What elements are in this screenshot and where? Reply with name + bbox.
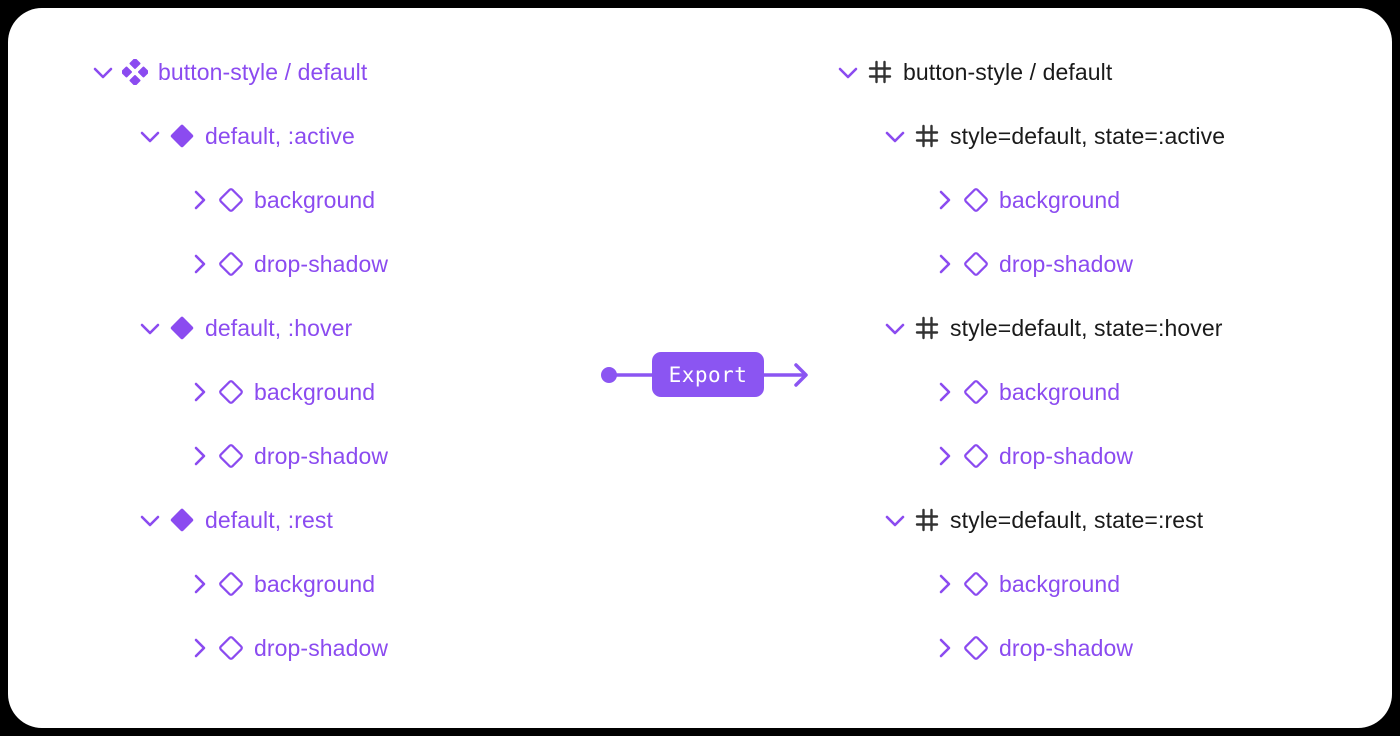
tree-row[interactable]: background bbox=[929, 183, 1120, 217]
chevron-right-icon[interactable] bbox=[929, 185, 959, 215]
tree-row-label: background bbox=[999, 379, 1121, 405]
chevron-right-icon[interactable] bbox=[184, 441, 214, 471]
chevron-down-icon[interactable] bbox=[135, 313, 165, 343]
chevron-right-icon[interactable] bbox=[184, 377, 214, 407]
tree-row[interactable]: drop-shadow bbox=[929, 631, 1133, 665]
tree-row-label: background bbox=[254, 187, 376, 213]
chevron-right-icon[interactable] bbox=[929, 633, 959, 663]
tree-row[interactable]: drop-shadow bbox=[929, 439, 1133, 473]
tree-row[interactable]: background bbox=[929, 567, 1120, 601]
chevron-down-icon[interactable] bbox=[880, 313, 910, 343]
chevron-right-icon[interactable] bbox=[184, 633, 214, 663]
destination-tree: button-style / default style=default, sta… bbox=[833, 8, 1373, 728]
chevron-down-icon[interactable] bbox=[880, 121, 910, 151]
tree-row-label: drop-shadow bbox=[254, 635, 389, 661]
chevron-right-icon[interactable] bbox=[184, 569, 214, 599]
frame-icon bbox=[910, 313, 944, 343]
component-instance-icon bbox=[959, 377, 993, 407]
tree-row-label: default, :rest bbox=[205, 507, 333, 533]
chevron-right-icon[interactable] bbox=[929, 249, 959, 279]
tree-row[interactable]: button-style / default bbox=[88, 55, 367, 89]
tree-row[interactable]: drop-shadow bbox=[184, 439, 388, 473]
chevron-right-icon[interactable] bbox=[929, 377, 959, 407]
arrow-right-icon bbox=[794, 363, 808, 387]
chevron-down-icon[interactable] bbox=[135, 121, 165, 151]
tree-row[interactable]: default, :active bbox=[135, 119, 355, 153]
component-instance-icon bbox=[959, 249, 993, 279]
frame-icon bbox=[910, 121, 944, 151]
tree-row-label: default, :active bbox=[205, 123, 355, 149]
tree-row-label: background bbox=[999, 571, 1121, 597]
tree-row-label: button-style / default bbox=[158, 59, 368, 85]
tree-row-label: button-style / default bbox=[903, 59, 1113, 85]
tree-row[interactable]: background bbox=[184, 567, 375, 601]
export-button[interactable]: Export bbox=[652, 352, 764, 397]
tree-row[interactable]: default, :hover bbox=[135, 311, 352, 345]
chevron-right-icon[interactable] bbox=[184, 185, 214, 215]
frame-icon bbox=[863, 57, 897, 87]
tree-row[interactable]: style=default, state=:hover bbox=[880, 311, 1222, 345]
tree-row[interactable]: style=default, state=:active bbox=[880, 119, 1225, 153]
component-set-icon bbox=[118, 57, 152, 87]
component-instance-icon bbox=[959, 441, 993, 471]
component-icon bbox=[165, 121, 199, 151]
chevron-down-icon[interactable] bbox=[135, 505, 165, 535]
tree-row-label: style=default, state=:rest bbox=[950, 507, 1204, 533]
component-icon bbox=[165, 313, 199, 343]
tree-row-label: drop-shadow bbox=[254, 251, 389, 277]
tree-row[interactable]: background bbox=[184, 183, 375, 217]
source-tree: button-style / default default, :active ba… bbox=[88, 8, 608, 728]
chevron-right-icon[interactable] bbox=[184, 249, 214, 279]
component-instance-icon bbox=[214, 377, 248, 407]
tree-row[interactable]: default, :rest bbox=[135, 503, 333, 537]
tree-row-label: background bbox=[999, 187, 1121, 213]
tree-row-label: background bbox=[254, 379, 376, 405]
tree-row-label: default, :hover bbox=[205, 315, 353, 341]
tree-row[interactable]: drop-shadow bbox=[929, 247, 1133, 281]
tree-row[interactable]: style=default, state=:rest bbox=[880, 503, 1203, 537]
component-instance-icon bbox=[959, 633, 993, 663]
chevron-right-icon[interactable] bbox=[929, 569, 959, 599]
component-instance-icon bbox=[214, 441, 248, 471]
connector-line bbox=[601, 363, 808, 387]
tree-row-label: style=default, state=:hover bbox=[950, 315, 1223, 341]
component-instance-icon bbox=[214, 249, 248, 279]
component-instance-icon bbox=[214, 569, 248, 599]
chevron-down-icon[interactable] bbox=[880, 505, 910, 535]
tree-row-label: style=default, state=:active bbox=[950, 123, 1226, 149]
tree-row[interactable]: background bbox=[184, 375, 375, 409]
component-instance-icon bbox=[214, 185, 248, 215]
tree-row-label: drop-shadow bbox=[999, 251, 1134, 277]
chevron-right-icon[interactable] bbox=[929, 441, 959, 471]
component-instance-icon bbox=[214, 633, 248, 663]
tree-row-label: drop-shadow bbox=[254, 443, 389, 469]
tree-row[interactable]: drop-shadow bbox=[184, 247, 388, 281]
tree-row[interactable]: background bbox=[929, 375, 1120, 409]
component-instance-icon bbox=[959, 185, 993, 215]
tree-row[interactable]: button-style / default bbox=[833, 55, 1112, 89]
component-icon bbox=[165, 505, 199, 535]
tree-row-label: drop-shadow bbox=[999, 443, 1134, 469]
frame-icon bbox=[910, 505, 944, 535]
tree-row-label: drop-shadow bbox=[999, 635, 1134, 661]
component-instance-icon bbox=[959, 569, 993, 599]
chevron-down-icon[interactable] bbox=[88, 57, 118, 87]
canvas-card: button-style / default default, :active ba… bbox=[8, 8, 1392, 728]
chevron-down-icon[interactable] bbox=[833, 57, 863, 87]
tree-row-label: background bbox=[254, 571, 376, 597]
export-connector: Export bbox=[600, 352, 814, 400]
tree-row[interactable]: drop-shadow bbox=[184, 631, 388, 665]
